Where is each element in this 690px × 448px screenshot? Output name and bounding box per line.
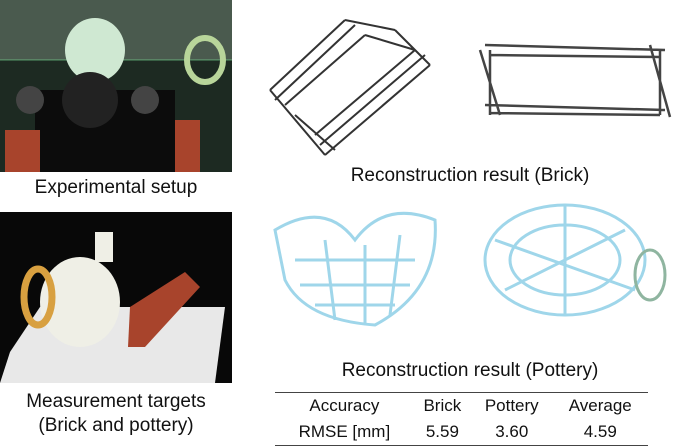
caption-targets-line1: Measurement targets — [26, 391, 206, 412]
header-average: Average — [568, 396, 632, 415]
caption-pottery: Reconstruction result (Pottery) — [341, 360, 599, 381]
header-brick: Brick — [423, 396, 462, 415]
pottery-reconstruction — [273, 203, 667, 327]
accuracy-table: Accuracy Brick Pottery Average RMSE [mm]… — [275, 392, 648, 446]
cell-average: 4.59 — [583, 422, 617, 441]
cell-brick: 5.59 — [425, 422, 459, 441]
brick-reconstruction — [269, 19, 672, 156]
pottery-mesh-side — [273, 211, 437, 327]
header-pottery: Pottery — [484, 396, 539, 415]
measurement-targets-photo — [0, 212, 232, 383]
brick-point-cloud-angled — [269, 19, 431, 156]
caption-brick: Reconstruction result (Brick) — [350, 165, 590, 186]
cell-metric: RMSE [mm] — [298, 422, 391, 441]
table-header-row: Accuracy Brick Pottery Average — [275, 393, 648, 420]
experimental-setup-photo — [0, 0, 232, 172]
caption-setup: Experimental setup — [34, 177, 198, 198]
table-row: RMSE [mm] 5.59 3.60 4.59 — [275, 419, 648, 446]
brick-point-cloud-front — [478, 43, 672, 118]
header-accuracy: Accuracy — [309, 396, 380, 415]
pottery-mesh-top — [483, 203, 667, 317]
caption-targets-line2: (Brick and pottery) — [38, 415, 194, 436]
cell-pottery: 3.60 — [495, 422, 529, 441]
